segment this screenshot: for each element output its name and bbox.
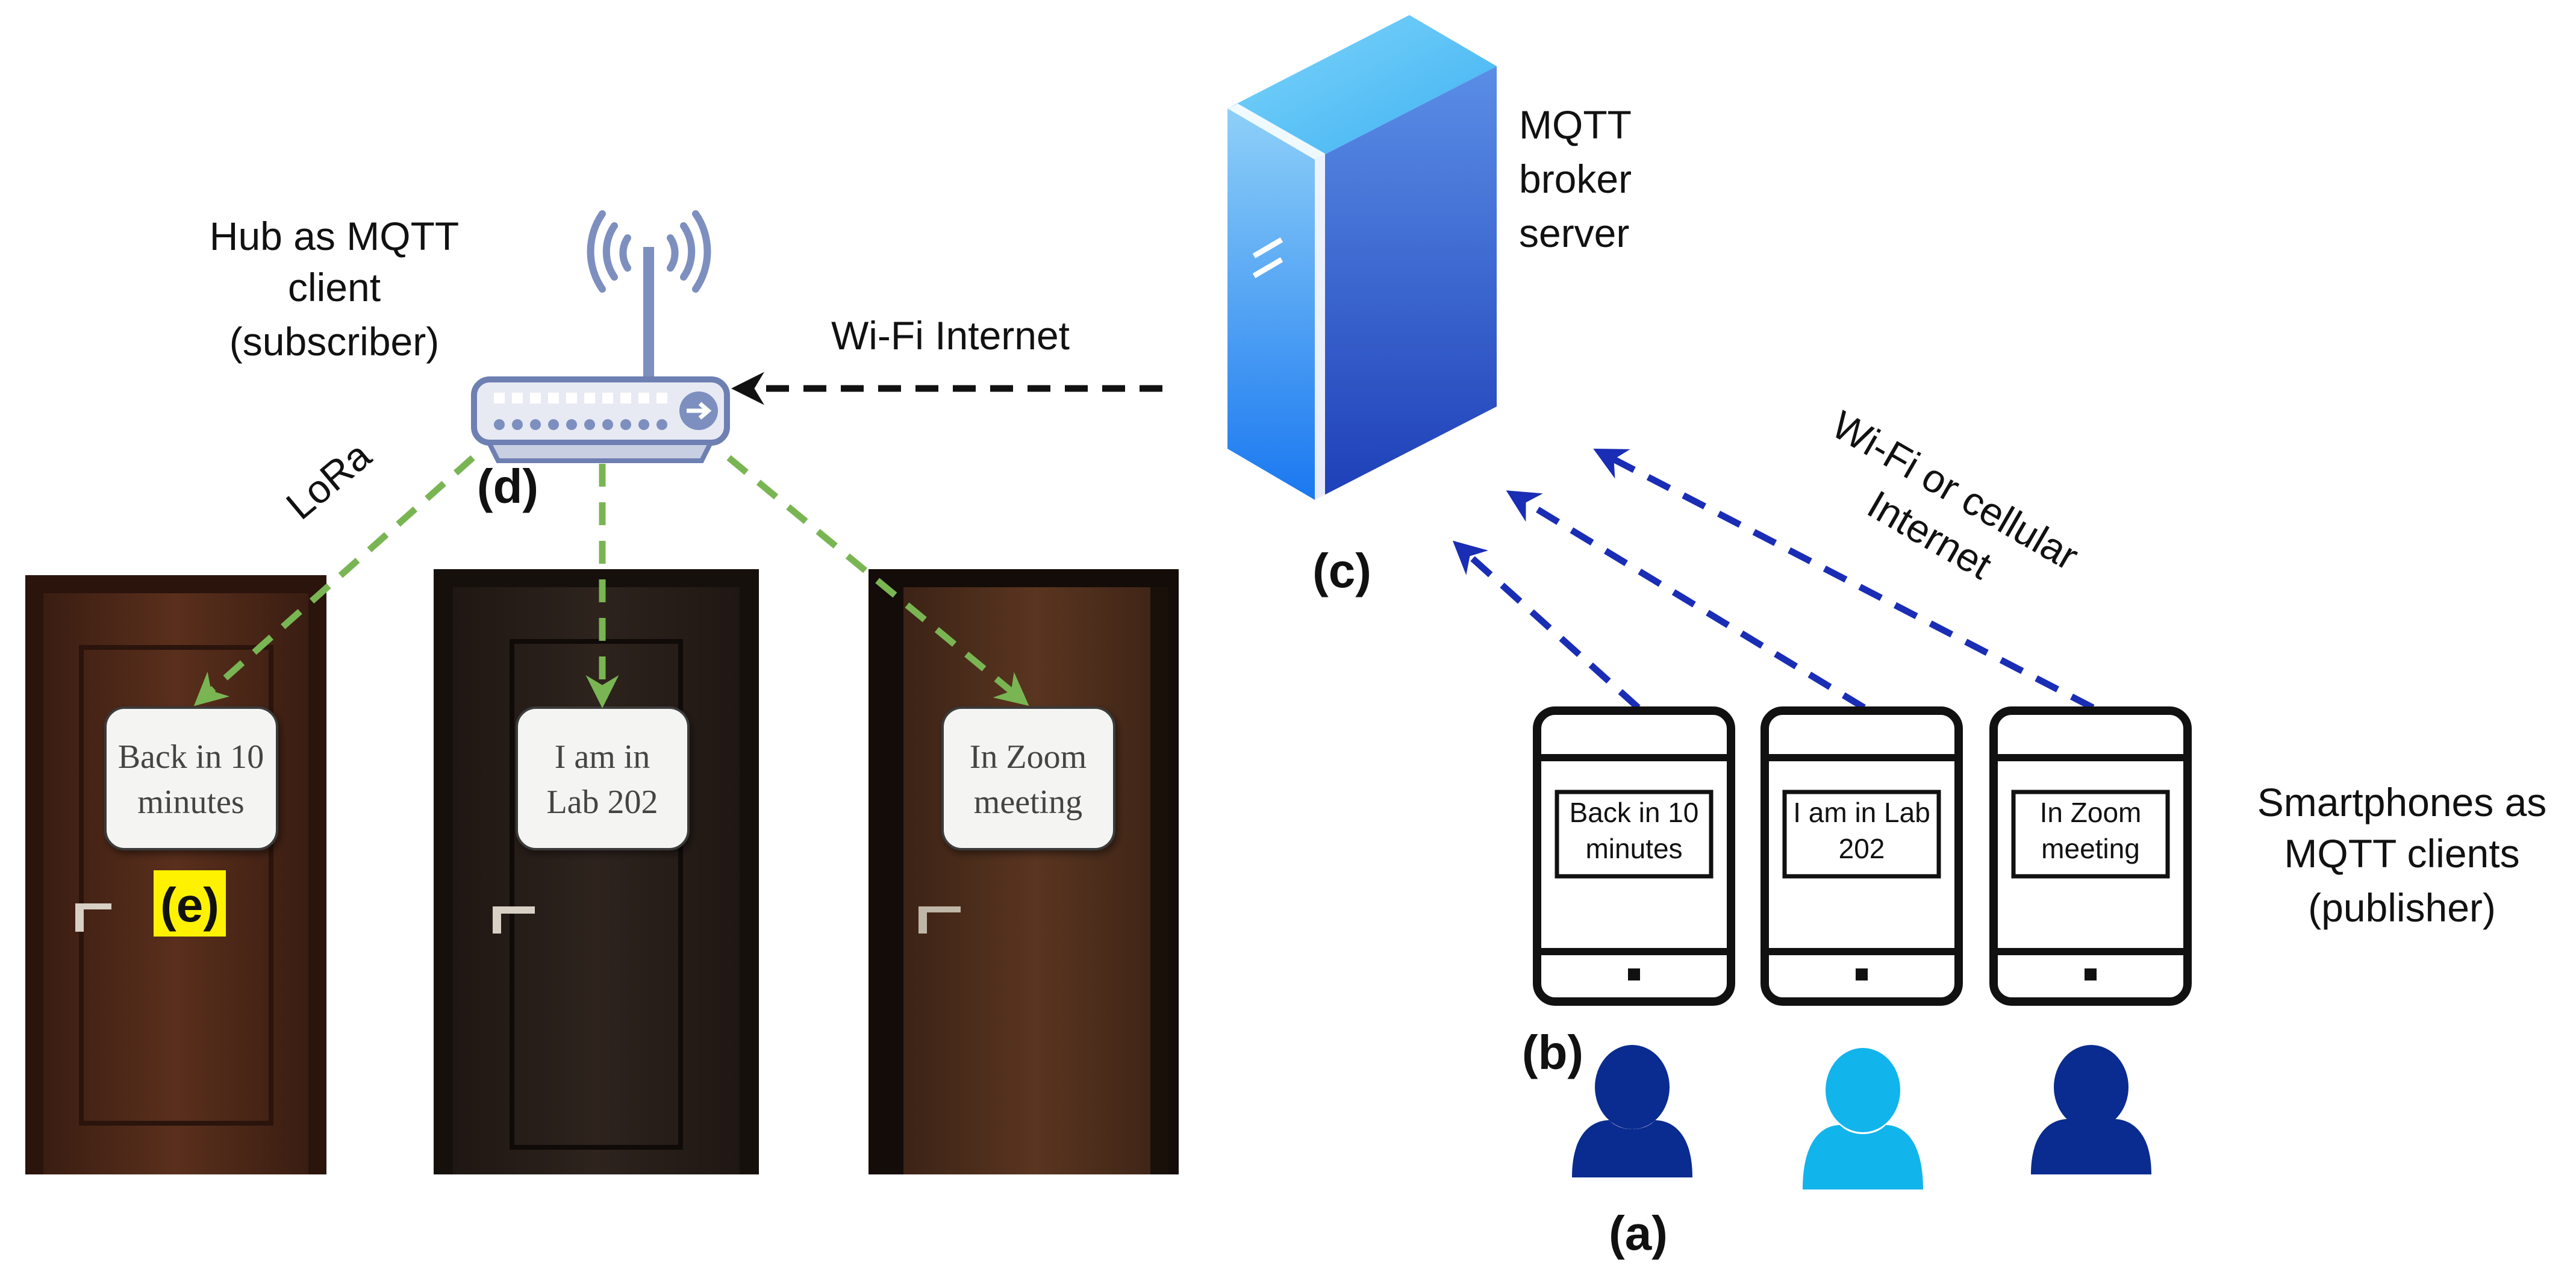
phone-3: In Zoom meeting — [1989, 706, 2192, 1006]
door-3-sign-line-2: meeting — [974, 784, 1082, 821]
cellular-links — [1452, 448, 2095, 711]
door-tag-e: (e) — [154, 870, 226, 937]
lora-link-door-1 — [193, 455, 475, 706]
wifi-internet-label: Wi-Fi Internet — [831, 313, 1070, 358]
svg-text:(subscriber): (subscriber) — [229, 319, 439, 364]
hub-tag-d: (d) — [477, 460, 538, 513]
hub-router-icon — [471, 210, 730, 463]
svg-text:(publisher): (publisher) — [2308, 885, 2496, 930]
svg-text:Hub as MQTT: Hub as MQTT — [210, 214, 459, 258]
door-2-sign: I am in Lab 202 — [516, 706, 690, 850]
cellular-link-phone-1 — [1452, 540, 1641, 711]
door-1-sign: Back in 10 minutes — [104, 706, 278, 850]
door-2 — [434, 569, 759, 1174]
door-3 — [869, 569, 1179, 1174]
lora-label: LoRa — [278, 432, 379, 528]
users-tag-a: (a) — [1609, 1206, 1668, 1260]
door-1-sign-line-2: minutes — [137, 784, 244, 821]
svg-text:(e): (e) — [160, 878, 219, 932]
svg-text:MQTT clients: MQTT clients — [2284, 831, 2519, 876]
cellular-label: Wi-Fi or cellular Internet — [1825, 402, 2086, 587]
door-3-sign-line-1: In Zoom — [970, 738, 1087, 776]
broker-label: MQTT broker server — [1519, 102, 1632, 255]
hub-label: Hub as MQTT client (subscriber) — [210, 214, 459, 364]
broker-tag-c: (c) — [1312, 544, 1371, 597]
lora-links — [193, 455, 1029, 708]
svg-text:broker: broker — [1519, 157, 1632, 201]
phones-tag-b: (b) — [1522, 1026, 1583, 1079]
lora-link-door-3 — [726, 455, 1029, 706]
phone-1: Back in 10 minutes — [1533, 706, 1735, 1006]
smartphones-label: Smartphones as MQTT clients (publisher) — [2257, 780, 2547, 930]
phone-3-screen-line-1: In Zoom — [2040, 797, 2142, 828]
user-icon-1 — [1572, 1045, 1692, 1177]
cellular-link-phone-2 — [1506, 490, 1866, 711]
svg-text:MQTT: MQTT — [1519, 102, 1632, 147]
user-icon-3 — [2031, 1045, 2151, 1174]
svg-text:Smartphones as: Smartphones as — [2257, 780, 2547, 825]
user-icon-2 — [1803, 1048, 1923, 1189]
phone-2: I am in Lab 202 — [1760, 706, 1963, 1006]
door-2-sign-line-2: Lab 202 — [546, 784, 658, 821]
cellular-link-phone-3 — [1593, 448, 2095, 711]
door-1-sign-line-1: Back in 10 — [118, 738, 264, 776]
phone-1-screen-line-2: minutes — [1585, 833, 1682, 864]
phone-2-screen-line-1: I am in Lab — [1793, 797, 1930, 828]
mqtt-broker-server-icon — [1227, 15, 1497, 500]
svg-text:server: server — [1519, 211, 1629, 255]
phone-1-screen-line-1: Back in 10 — [1570, 797, 1699, 828]
phone-2-screen-line-2: 202 — [1839, 833, 1885, 864]
door-3-sign: In Zoom meeting — [941, 706, 1115, 850]
phone-3-screen-line-2: meeting — [2041, 833, 2140, 864]
svg-text:client: client — [288, 265, 381, 310]
door-2-sign-line-1: I am in — [555, 738, 650, 776]
